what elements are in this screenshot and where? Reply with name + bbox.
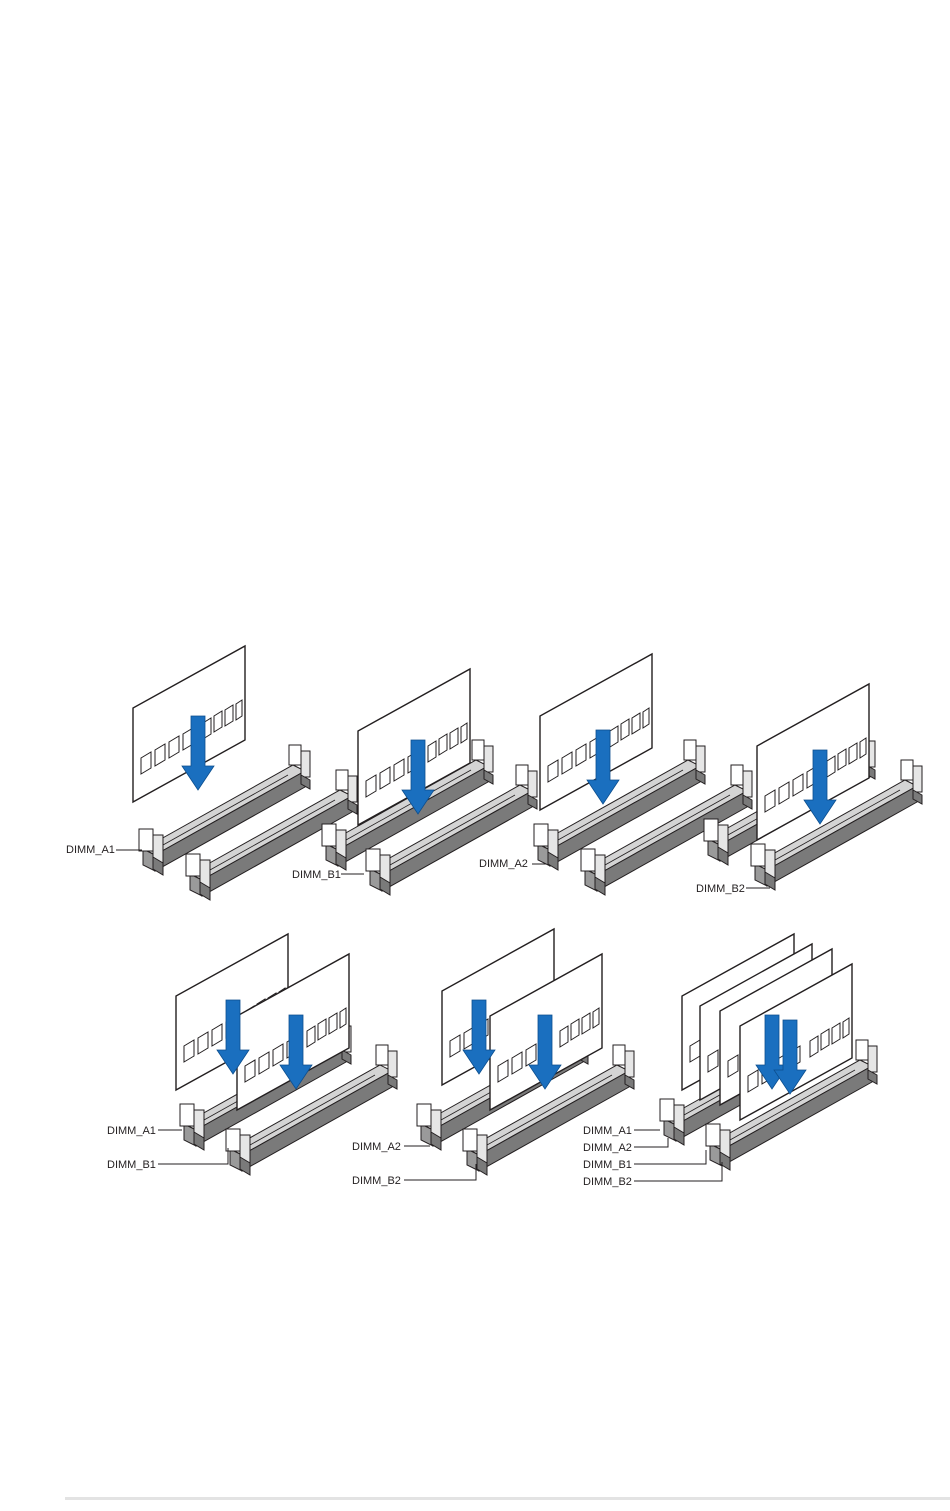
illustration-config-a1: DIMM_A1 (66, 646, 357, 900)
svg-text:DIMM_A2: DIMM_A2 (479, 858, 528, 870)
slot-label-dimm-a1: DIMM_A1 (66, 844, 142, 856)
svg-text:DIMM_A2: DIMM_A2 (583, 1142, 632, 1154)
slot-label-dimm-a2: DIMM_A2 (479, 858, 546, 870)
illustration-config-a1-b1: DIMM_A1 DIMM_B1 (107, 934, 397, 1175)
svg-text:DIMM_B2: DIMM_B2 (352, 1175, 401, 1187)
slot-label-dimm-a2: DIMM_A2 (583, 1138, 668, 1154)
svg-text:DIMM_A2: DIMM_A2 (352, 1141, 401, 1153)
page-footer-rule (65, 1497, 950, 1500)
slot-label-dimm-a2: DIMM_A2 (352, 1141, 430, 1153)
svg-text:DIMM_B2: DIMM_B2 (583, 1176, 632, 1188)
svg-text:DIMM_A1: DIMM_A1 (107, 1125, 156, 1137)
svg-text:DIMM_B1: DIMM_B1 (292, 869, 341, 881)
svg-text:DIMM_B2: DIMM_B2 (696, 883, 745, 895)
svg-text:DIMM_A1: DIMM_A1 (66, 844, 115, 856)
slot-label-dimm-a1: DIMM_A1 (107, 1125, 182, 1137)
svg-text:DIMM_A1: DIMM_A1 (583, 1125, 632, 1137)
slot-label-dimm-b2: DIMM_B2 (352, 1164, 476, 1187)
svg-text:DIMM_B1: DIMM_B1 (107, 1159, 156, 1171)
slot-label-dimm-b2: DIMM_B2 (696, 883, 770, 895)
slot-label-dimm-b1: DIMM_B1 (107, 1148, 228, 1171)
slot-label-dimm-b1: DIMM_B1 (292, 869, 364, 881)
memory-module (133, 646, 245, 802)
slot-label-dimm-a1: DIMM_A1 (583, 1125, 660, 1137)
svg-text:DIMM_B1: DIMM_B1 (583, 1159, 632, 1171)
